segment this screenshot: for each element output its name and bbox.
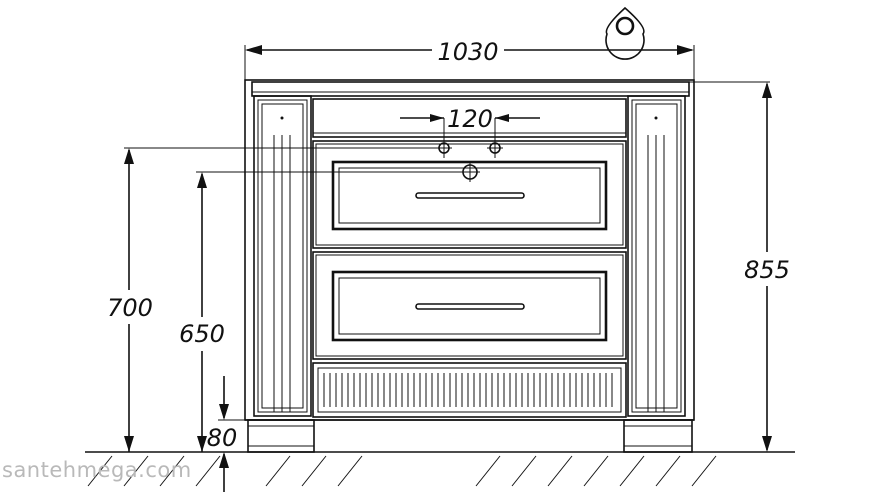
tap-height-dimension: 700	[104, 147, 440, 452]
left-pilaster	[253, 95, 312, 417]
upper-drawer	[312, 140, 627, 249]
tap-height-label: 700	[107, 294, 153, 322]
floor-hatch	[87, 455, 113, 487]
plinth-height-dimension: 80	[207, 376, 248, 492]
right-pilaster	[627, 95, 686, 417]
floor-hatch	[547, 455, 573, 487]
drain-height-dimension: 650	[176, 171, 463, 452]
upper-drawer-handle	[415, 192, 525, 199]
fluted-bottom-panel	[312, 362, 627, 418]
watermark: santehmega.com	[2, 458, 192, 482]
floor-hatch	[475, 455, 501, 487]
floor-hatch	[123, 455, 149, 487]
overall-width-label: 1030	[437, 38, 498, 66]
tap-spacing-dimension: 120	[400, 105, 540, 133]
floor-hatch	[511, 455, 537, 487]
floor-hatch	[691, 455, 717, 487]
total-height-label: 855	[744, 256, 790, 284]
plinth	[247, 419, 693, 453]
floor-hatch	[583, 455, 609, 487]
floor-hatch	[655, 455, 681, 487]
washbasin-symbol-icon	[605, 6, 645, 60]
lower-drawer	[312, 251, 627, 360]
floor-line	[85, 451, 795, 487]
countertop	[251, 81, 770, 97]
drain-height-label: 650	[179, 320, 225, 348]
floor-hatch	[195, 455, 221, 487]
top-rail	[312, 98, 627, 138]
total-height-dimension: 855	[738, 82, 796, 452]
floor-hatch	[619, 455, 645, 487]
lower-drawer-handle	[415, 303, 525, 310]
floor-hatch	[301, 455, 327, 487]
floor-hatch	[265, 455, 291, 487]
floor-hatch	[337, 455, 363, 487]
tap-spacing-label: 120	[447, 105, 493, 133]
plinth-height-label: 80	[207, 424, 238, 452]
overall-width-dimension: 1030	[244, 38, 695, 80]
floor-hatch	[159, 455, 185, 487]
